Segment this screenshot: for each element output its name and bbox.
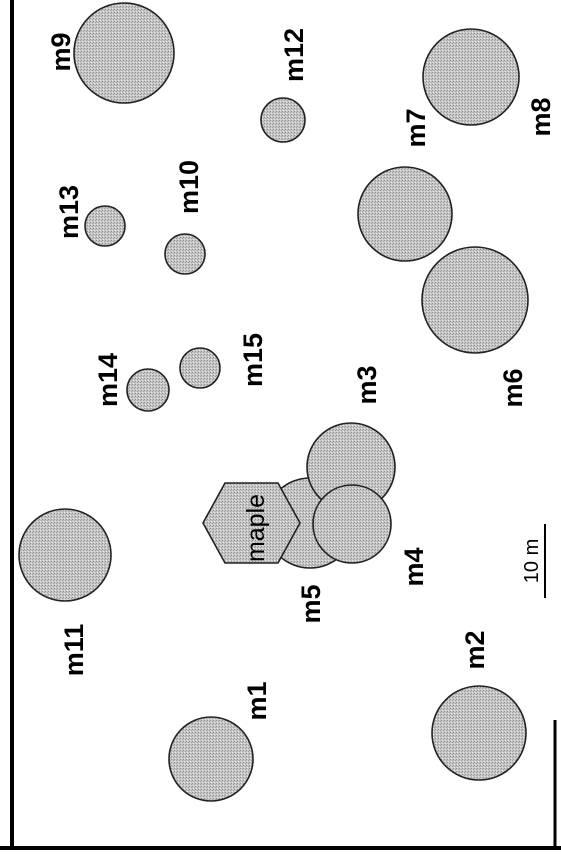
tree-m8 <box>422 28 520 126</box>
tree-m14 <box>126 368 170 412</box>
tree-m11 <box>18 508 112 602</box>
scale-bar-label: 10 m <box>521 539 543 583</box>
tree-m12 <box>260 97 306 143</box>
label-m12: m12 <box>279 28 309 82</box>
tree-m10 <box>164 233 206 275</box>
label-m11: m11 <box>59 624 89 677</box>
tree-m4 <box>312 484 392 564</box>
label-m10: m10 <box>174 160 204 214</box>
label-m7: m7 <box>401 108 431 147</box>
label-m13: m13 <box>54 185 84 239</box>
label-m9: m9 <box>46 32 76 71</box>
maple-hexagon <box>202 482 301 564</box>
label-m8: m8 <box>526 97 556 136</box>
tree-m7 <box>357 166 453 262</box>
tree-m2 <box>431 685 527 781</box>
label-m6: m6 <box>498 368 528 407</box>
label-m3: m3 <box>352 365 382 404</box>
tree-m1 <box>168 716 254 802</box>
label-m14: m14 <box>93 353 123 407</box>
scale-bar: 10 m <box>521 524 546 598</box>
tree-m15 <box>179 347 221 389</box>
tree-m9 <box>73 2 175 104</box>
tree-m13 <box>84 205 126 247</box>
label-m5: m5 <box>296 584 326 623</box>
label-m2: m2 <box>460 630 490 669</box>
label-m15: m15 <box>238 333 268 387</box>
maple-label: maple <box>242 494 270 562</box>
label-m4: m4 <box>399 547 429 586</box>
label-m1: m1 <box>242 681 272 720</box>
tree-m6 <box>421 246 529 354</box>
